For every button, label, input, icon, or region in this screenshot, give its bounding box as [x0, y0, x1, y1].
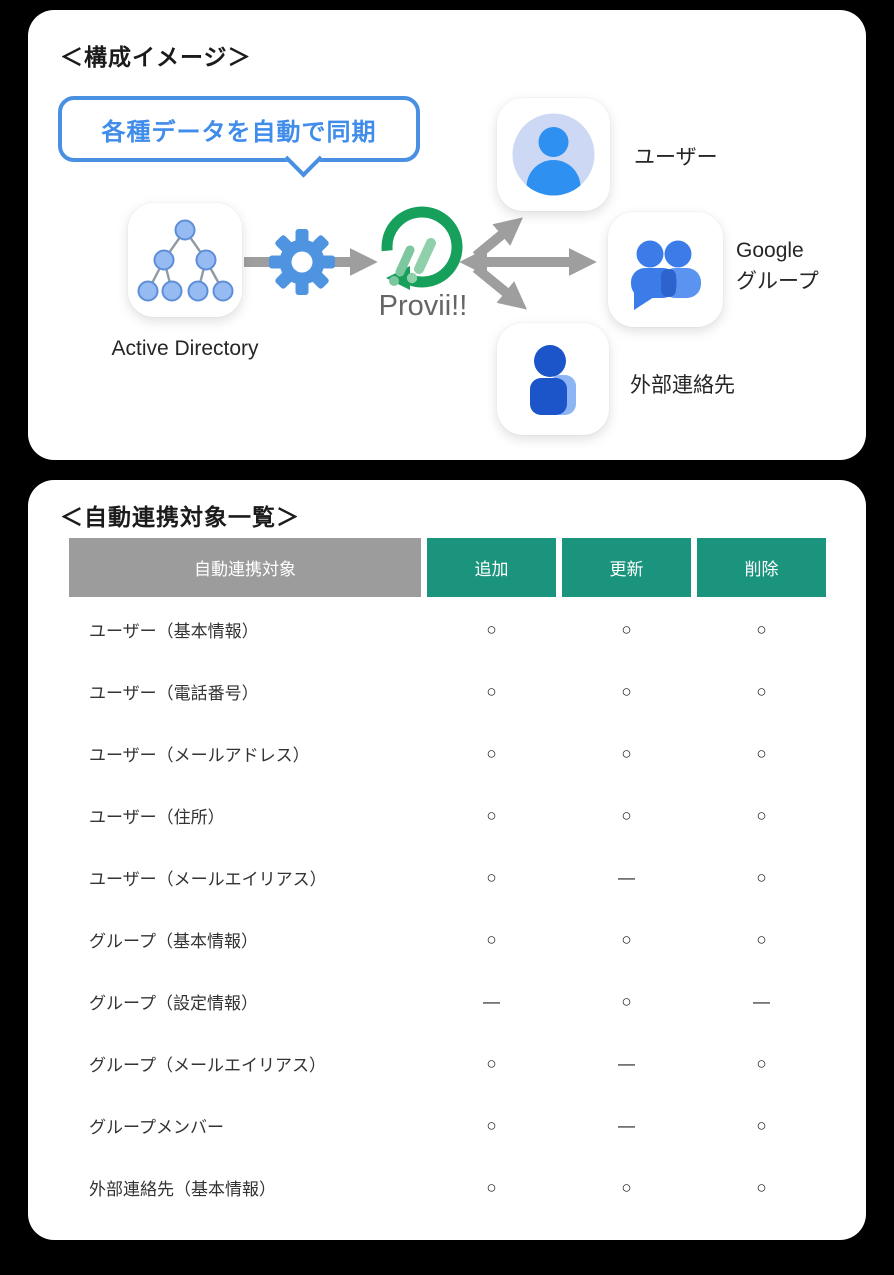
table-row-label: グループ（メールエイリアス）: [89, 1056, 326, 1075]
table-row-label: グループ（設定情報）: [89, 994, 258, 1013]
column-header-add: 追加: [427, 538, 556, 597]
diagram-card: ＜構成イメージ＞ 各種データを自動で同期: [28, 10, 866, 460]
table-row-label: グループ（基本情報）: [89, 932, 258, 951]
table-cell: ○: [756, 1115, 767, 1135]
table-cell: ○: [756, 929, 767, 949]
connector-arrows: [244, 206, 597, 310]
table-cell: ○: [621, 743, 632, 763]
table-cell: ○: [621, 991, 632, 1011]
table-cell: ○: [756, 1053, 767, 1073]
table-cell: ○: [756, 619, 767, 639]
table-cell: ○: [756, 867, 767, 887]
table-row-label: ユーザー（メールアドレス）: [89, 746, 310, 765]
active-directory-label: Active Directory: [111, 337, 259, 360]
contact-person-icon: [530, 345, 576, 415]
table-cell: —: [618, 1115, 635, 1135]
google-group-label: Google グループ: [736, 239, 819, 293]
diagram-title: ＜構成イメージ＞: [60, 44, 252, 70]
table-cell: —: [483, 991, 500, 1011]
column-header-delete: 削除: [697, 538, 826, 597]
user-label: ユーザー: [634, 146, 718, 169]
table-row-label: グループメンバー: [89, 1118, 224, 1137]
table-card: ＜自動連携対象一覧＞ 自動連携対象 追加 更新 削除 ユーザー（基本情報） ○ …: [28, 480, 866, 1240]
sync-target-table: 自動連携対象 追加 更新 削除 ユーザー（基本情報） ○ ○ ○ ユーザー（電話…: [69, 538, 826, 1217]
table-row-label: ユーザー（基本情報）: [89, 622, 259, 641]
table-cell: ○: [486, 1053, 497, 1073]
table-cell: ○: [486, 1115, 497, 1135]
table-row-label: ユーザー（電話番号）: [89, 684, 259, 703]
table-cell: ○: [486, 929, 497, 949]
sync-callout-bubble: 各種データを自動で同期: [58, 96, 420, 178]
active-directory-icon: [128, 203, 242, 317]
table-cell: ○: [486, 867, 497, 887]
table-cell: —: [618, 867, 635, 887]
provii-to-google-arrows: [459, 217, 597, 310]
table-cell: ○: [621, 929, 632, 949]
google-group-icon: [608, 212, 723, 327]
table-cell: ○: [621, 1177, 632, 1197]
column-header-target: 自動連携対象: [69, 538, 421, 597]
person-avatar-icon: [512, 113, 595, 196]
table-title: ＜自動連携対象一覧＞: [60, 504, 300, 530]
people-group-icon: [631, 240, 701, 310]
table-cell: ○: [621, 805, 632, 825]
gear-icon: [269, 229, 335, 295]
column-header-update: 更新: [562, 538, 691, 597]
table-cell: ○: [756, 681, 767, 701]
table-cell: —: [753, 991, 770, 1011]
provii-label: Provii!!: [378, 290, 468, 322]
table-row-label: 外部連絡先（基本情報）: [89, 1180, 276, 1199]
table-cell: ○: [486, 1177, 497, 1197]
table-cell: ○: [756, 743, 767, 763]
table-cell: —: [618, 1053, 635, 1073]
table-cell: ○: [486, 619, 497, 639]
table-cell: ○: [486, 743, 497, 763]
sync-callout-text: 各種データを自動で同期: [101, 118, 377, 146]
table-row-label: ユーザー（メールエイリアス）: [89, 870, 327, 889]
table-cell: ○: [486, 805, 497, 825]
directory-tree-icon: [137, 219, 234, 302]
table-cell: ○: [486, 681, 497, 701]
external-contacts-label: 外部連絡先: [630, 374, 735, 397]
table-cell: ○: [756, 1177, 767, 1197]
table-cell: ○: [621, 681, 632, 701]
table-row-label: ユーザー（住所）: [89, 808, 225, 827]
table-cell: ○: [621, 619, 632, 639]
external-contacts-icon: [497, 323, 609, 435]
provii-logo-icon: [381, 206, 463, 290]
user-icon: [497, 98, 610, 211]
table-cell: ○: [756, 805, 767, 825]
